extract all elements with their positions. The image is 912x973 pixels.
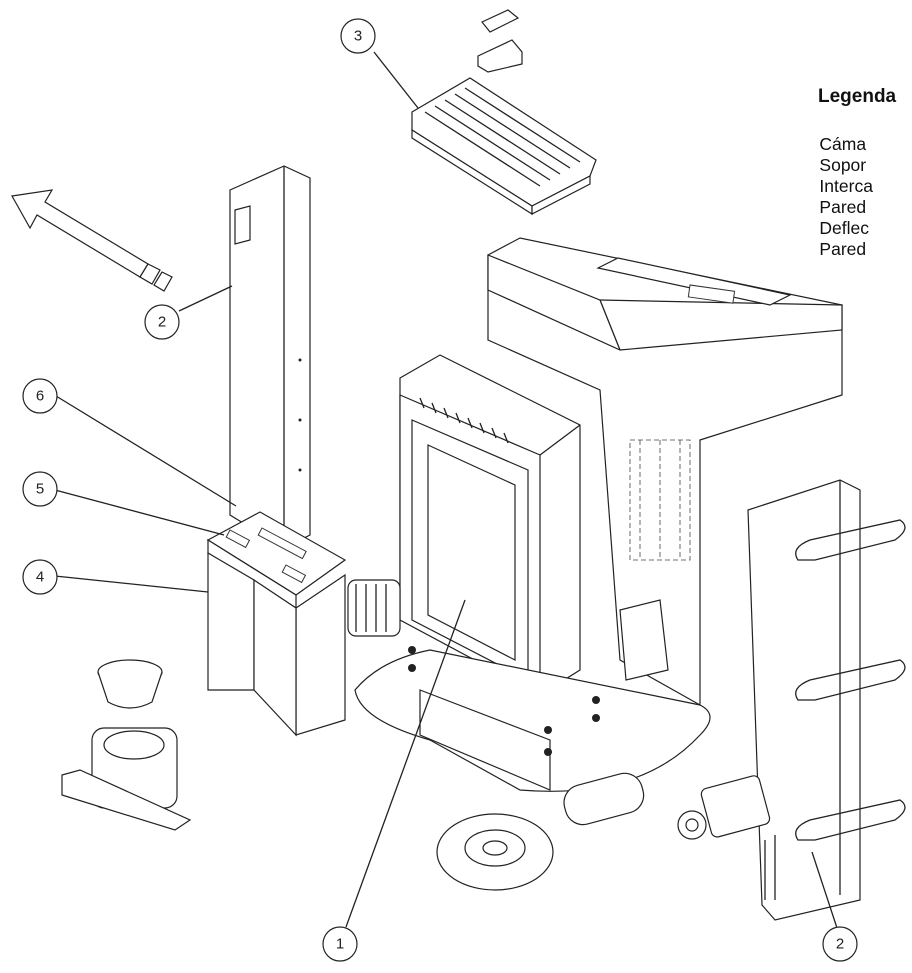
callout-1: 1 <box>322 926 358 962</box>
base-plate <box>354 646 711 792</box>
legend: Legenda 1- Cáma 2- Sopor 3- Interca 4- P… <box>818 86 912 260</box>
stove-body <box>487 237 843 707</box>
svg-text:2: 2 <box>836 936 844 953</box>
direction-arrow-icon <box>11 189 173 292</box>
callout-2-right: 2 <box>822 926 858 962</box>
legend-item: 3- Interca <box>818 176 873 196</box>
legend-item: 5- Deflec <box>818 218 870 238</box>
svg-text:4: 4 <box>36 569 44 586</box>
svg-text:5: 5 <box>36 481 44 498</box>
heat-exchanger-part <box>411 9 597 216</box>
legend-title: Legenda <box>818 86 897 107</box>
callout-3: 3 <box>340 18 376 54</box>
svg-text:2: 2 <box>158 314 166 331</box>
motor-part <box>347 579 401 637</box>
callout-2-left: 2 <box>144 304 180 340</box>
auger-motor-part <box>677 775 771 840</box>
leader-lines <box>54 51 838 929</box>
svg-text:3: 3 <box>354 28 362 45</box>
right-support-panel <box>747 479 906 921</box>
legend-item: 1- Cáma <box>818 134 867 154</box>
burn-pot-part <box>61 659 192 831</box>
callout-4: 4 <box>22 559 58 595</box>
handle-bracket <box>795 519 906 841</box>
svg-text:1: 1 <box>336 936 344 953</box>
legend-item: 6- Pared <box>818 239 867 259</box>
legend-item: 2- Sopor <box>818 155 867 175</box>
legend-item: 4- Pared <box>818 197 867 217</box>
callout-6: 6 <box>22 378 58 414</box>
fan-assembly <box>436 772 645 891</box>
combustion-chamber-part <box>399 354 581 697</box>
callout-5: 5 <box>22 471 58 507</box>
left-support-panel <box>229 165 311 549</box>
svg-text:6: 6 <box>36 388 44 405</box>
deflector-walls-part <box>206 511 347 737</box>
